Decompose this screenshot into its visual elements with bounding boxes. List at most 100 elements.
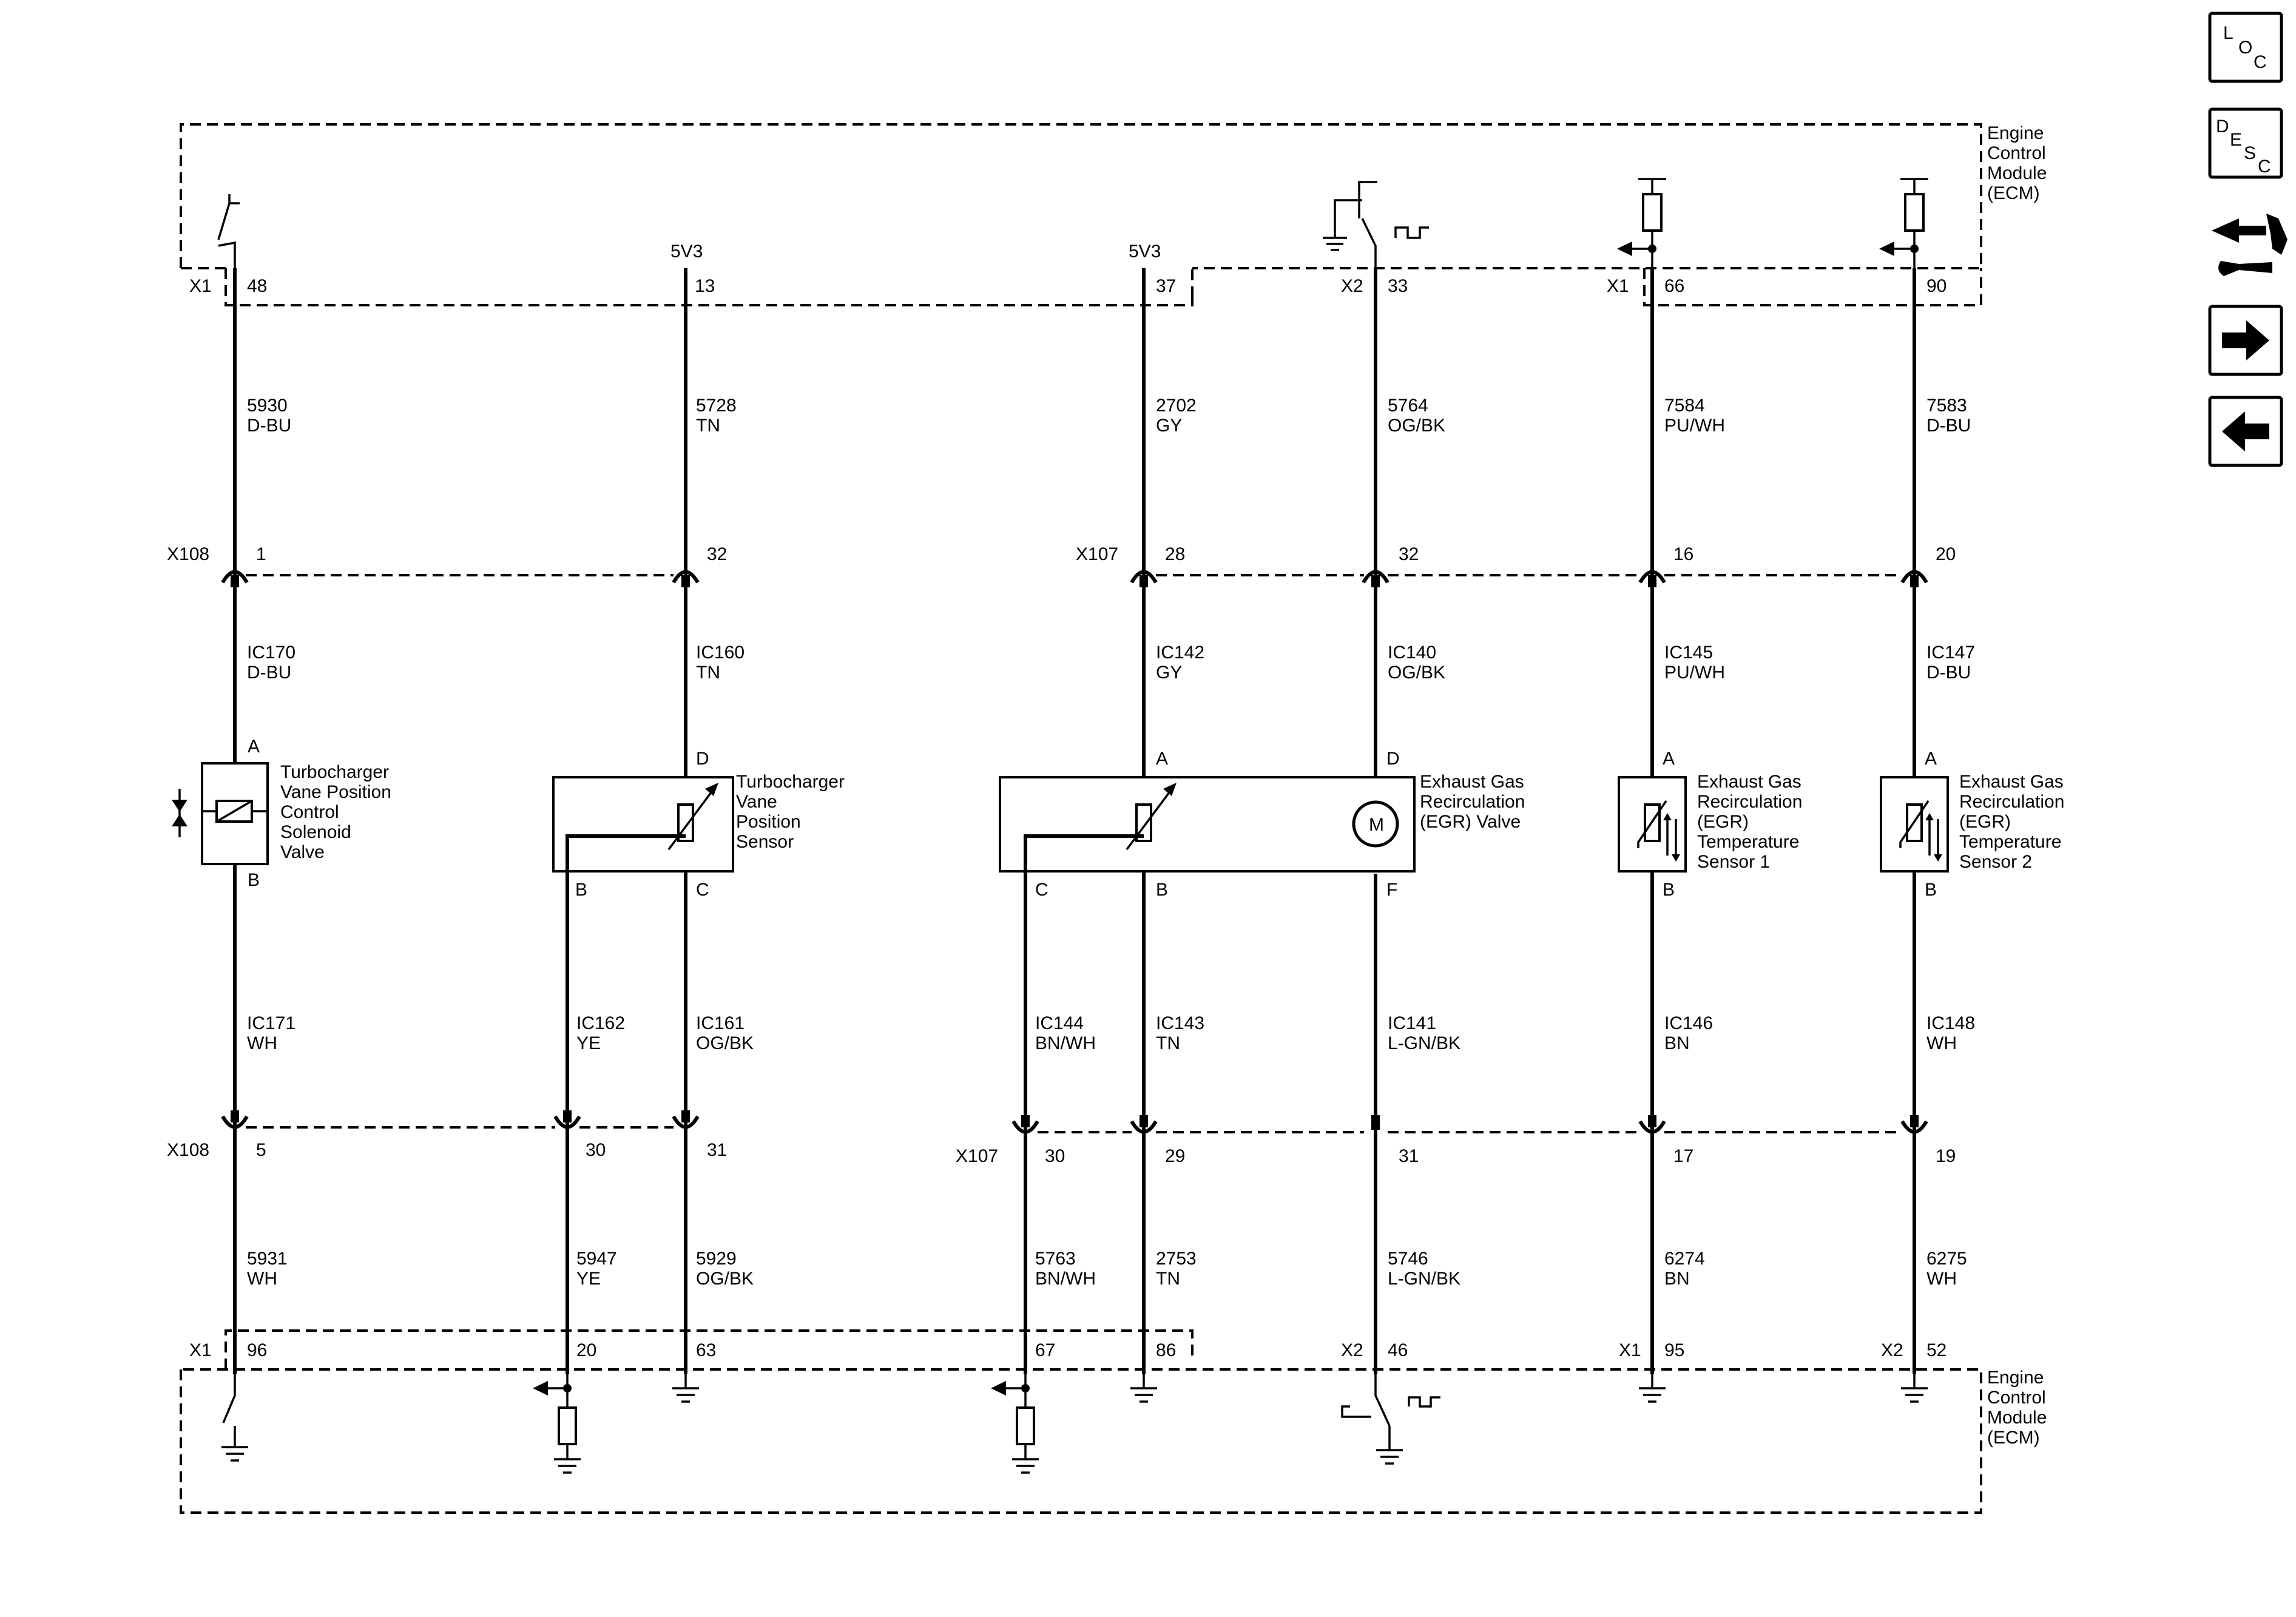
terminal-x107-17: [1638, 1115, 1666, 1134]
egr-pin-c: C: [1035, 880, 1048, 900]
pin-label-x107-28: 28: [1165, 544, 1185, 564]
wire-ic141-color: L-GN/BK: [1388, 1033, 1460, 1053]
conn-label-x107-lower: X107: [956, 1146, 998, 1166]
pin-label-x108-30: 30: [586, 1140, 606, 1160]
wire-ic146: IC146: [1664, 1013, 1713, 1033]
ecm-top-label-4: (ECM): [1987, 183, 2040, 203]
egr-temperature-sensor-2: A B Exhaust Gas Recirculation (EGR) Temp…: [1880, 749, 2064, 900]
terminal-x108-31: [672, 1110, 700, 1129]
nav-desc-button[interactable]: D E S C: [2208, 107, 2283, 179]
connector-tool-icon[interactable]: [2212, 214, 2288, 276]
wire-5929-color: OG/BK: [696, 1269, 754, 1289]
vps-name-4: Sensor: [736, 832, 794, 852]
wire-ic144: IC144: [1035, 1013, 1084, 1033]
wire-6274-color: BN: [1664, 1269, 1690, 1289]
wire-ic171: IC171: [247, 1013, 295, 1033]
wire-ic160: IC160: [696, 643, 745, 663]
terminal-x108-1: [221, 570, 249, 587]
ecm-bottom-label-4: (ECM): [1987, 1428, 2040, 1448]
egr-name-2: Recirculation: [1420, 792, 1525, 812]
pin-label-33: 33: [1388, 276, 1408, 296]
wire-2702: 2702: [1156, 396, 1197, 416]
nav-next-button[interactable]: [2208, 305, 2283, 376]
wire-5728: 5728: [696, 396, 737, 416]
ecm-bottom-label-1: Engine: [1987, 1368, 2044, 1388]
wire-ic148: IC148: [1926, 1013, 1975, 1033]
inline-connector-upper: X108 1 32 X107 28 32 16 20: [167, 544, 1956, 587]
ecm-bottom-label-2: Control: [1987, 1388, 2046, 1408]
desc-letter-c: C: [2258, 157, 2271, 177]
egr-pin-b: B: [1156, 880, 1168, 900]
desc-letter-d: D: [2216, 116, 2229, 137]
vps-name-2: Vane: [736, 792, 777, 812]
pin-label-x107-20: 20: [1936, 544, 1956, 564]
egr-pin-d: D: [1386, 749, 1400, 769]
pullup-resistor-66: [1642, 193, 1663, 232]
solenoid-name-4: Solenoid: [280, 822, 351, 842]
wire-5746: 5746: [1388, 1249, 1428, 1269]
wire-2753: 2753: [1156, 1249, 1197, 1269]
pin-label-96: 96: [247, 1340, 267, 1360]
temp1-name-2: Recirculation: [1697, 792, 1802, 812]
terminal-x108-5: [221, 1110, 249, 1129]
nav-loc-button[interactable]: L O C: [2208, 12, 2283, 83]
pin-label-46: 46: [1388, 1340, 1408, 1360]
pin-label-48: 48: [247, 276, 267, 296]
wire-7583-color: D-BU: [1926, 416, 1971, 436]
conn-label-x2-top: X2: [1341, 276, 1363, 296]
pin-label-90: 90: [1926, 276, 1947, 296]
wire-5947: 5947: [576, 1249, 617, 1269]
solenoid-name-3: Control: [280, 802, 339, 822]
terminal-x107-20: [1900, 570, 1928, 587]
wire-ic170: IC170: [247, 643, 295, 663]
turbo-vane-control-solenoid: A B Turbocharger Vane Position Control S…: [172, 737, 391, 890]
solenoid-name-1: Turbocharger: [280, 762, 389, 782]
wire-ic140-color: OG/BK: [1388, 663, 1445, 683]
wire-7584: 7584: [1664, 396, 1705, 416]
pin-label-x108-5: 5: [256, 1140, 266, 1160]
wire-ic146-color: BN: [1664, 1033, 1690, 1053]
wire-7583: 7583: [1926, 396, 1967, 416]
conn-label-x2-bottom-right: X2: [1881, 1340, 1903, 1360]
wire-ic145: IC145: [1664, 643, 1713, 663]
pin-label-x108-32: 32: [707, 544, 727, 564]
harness-lower-labels: IC171 WH IC162 YE IC161 OG/BK IC144 BN/W…: [247, 1013, 1975, 1053]
ecm-top-label-3: Module: [1987, 163, 2047, 183]
pin-label-x108-31: 31: [707, 1140, 727, 1160]
pin-label-x108-1: 1: [256, 544, 266, 564]
pin-label-x107-31: 31: [1399, 1146, 1419, 1166]
conn-label-x108-upper: X108: [167, 544, 209, 564]
ecm-top-internal-symbols: 5V3 5V3: [217, 178, 1928, 268]
pin-label-52: 52: [1926, 1340, 1947, 1360]
desc-letter-s: S: [2244, 143, 2256, 163]
loc-letter-o: O: [2238, 38, 2252, 58]
terminal-x108-30: [553, 1110, 581, 1129]
temp1-name-1: Exhaust Gas: [1697, 772, 1801, 792]
terminal-x108-32: [672, 570, 700, 587]
loc-letter-c: C: [2254, 52, 2267, 72]
pin-label-x107-16: 16: [1673, 544, 1693, 564]
wire-ic161: IC161: [696, 1013, 745, 1033]
pin-label-x107-30: 30: [1045, 1146, 1065, 1166]
terminal-x107-16: [1638, 570, 1666, 587]
conn-label-x1-top: X1: [189, 276, 212, 296]
ecm-top-label-1: Engine: [1987, 123, 2044, 143]
temp2-pin-a: A: [1925, 749, 1937, 769]
temp1-name-5: Sensor 1: [1697, 852, 1770, 872]
vps-pin-b: B: [575, 880, 587, 900]
arrow-left-icon: [2222, 411, 2269, 451]
terminal-x107-31: [1371, 1115, 1380, 1130]
temp1-name-4: Temperature: [1697, 832, 1799, 852]
wire-ic140: IC140: [1388, 643, 1436, 663]
terminal-x107-19: [1900, 1115, 1928, 1134]
wire-ic161-color: OG/BK: [696, 1033, 754, 1053]
pin-label-95: 95: [1664, 1340, 1684, 1360]
egr-pin-a: A: [1156, 749, 1168, 769]
nav-prev-button[interactable]: [2208, 396, 2283, 467]
conn-label-x1-bottom: X1: [189, 1340, 212, 1360]
turbo-vane-position-sensor: D B C Turbocharger Vane Position Sensor: [552, 749, 845, 900]
wire-5947-color: YE: [576, 1269, 601, 1289]
wire-6275-color: WH: [1926, 1269, 1957, 1289]
wire-5764-color: OG/BK: [1388, 416, 1445, 436]
